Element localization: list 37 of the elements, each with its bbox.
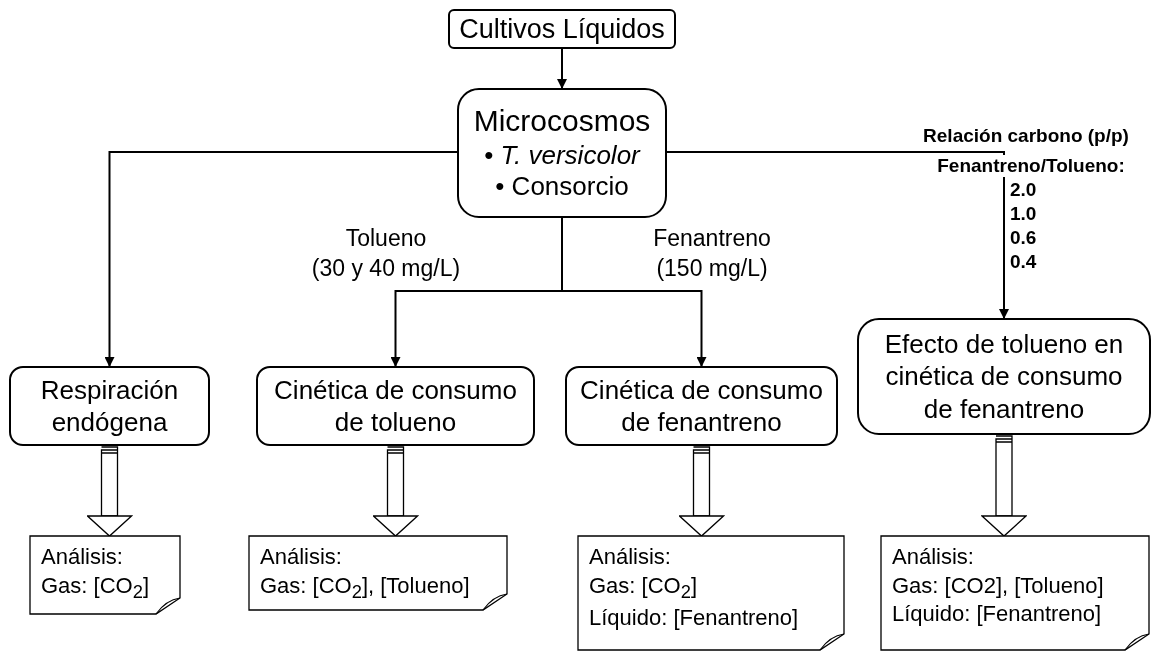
box-label: Cultivos Líquidos <box>459 12 665 46</box>
note-text: Gas: [CO$_{2}$] <box>589 571 697 604</box>
box-label: Efecto de tolueno en cinética de consumo de fenantreno <box>883 327 1125 426</box>
process-box <box>565 366 838 446</box>
note-text: Análisis: <box>589 543 671 571</box>
hollow-arrow <box>372 446 419 537</box>
note-text: Análisis: <box>260 543 342 571</box>
note-text: Análisis: <box>892 543 974 571</box>
box-label: Respiración endógena <box>39 373 180 439</box>
arrow <box>557 48 567 89</box>
process-box <box>256 366 535 446</box>
text-label: Tolueno <box>345 225 427 253</box>
text-label: Fenantreno <box>653 225 771 253</box>
note-text: Líquido: [Fenantreno] <box>589 603 799 632</box>
note-text: Análisis: <box>41 543 123 571</box>
process-box <box>9 366 210 446</box>
text-label: Fenantreno/Tolueno: <box>937 155 1125 177</box>
arrow <box>104 151 458 367</box>
box-label: • T. versicolor <box>484 139 640 172</box>
hollow-arrow <box>86 446 133 537</box>
process-box <box>457 88 667 218</box>
arrow <box>561 217 707 367</box>
process-box <box>448 9 676 49</box>
process-box <box>857 318 1151 435</box>
note-text: Gas: [CO$_{2}$], [Tolueno] <box>260 571 470 604</box>
note-text: Gas: [CO$_{2}$] <box>41 571 149 604</box>
text-label: (30 y 40 mg/L) <box>311 255 461 283</box>
note-text: Gas: [CO2], [Tolueno] <box>892 571 1104 600</box>
note-text: Líquido: [Fenantreno] <box>892 600 1102 629</box>
arrow <box>666 151 1009 319</box>
box-label: Cinética de consumo de tolueno <box>273 373 518 439</box>
hollow-arrow <box>981 435 1027 537</box>
box-title: Microcosmos <box>473 103 651 139</box>
hollow-arrow <box>678 446 725 537</box>
text-label: (150 mg/L) <box>656 255 768 283</box>
box-label: Cinética de consumo de fenantreno <box>579 373 824 439</box>
box-label: • Consorcio <box>495 171 629 203</box>
